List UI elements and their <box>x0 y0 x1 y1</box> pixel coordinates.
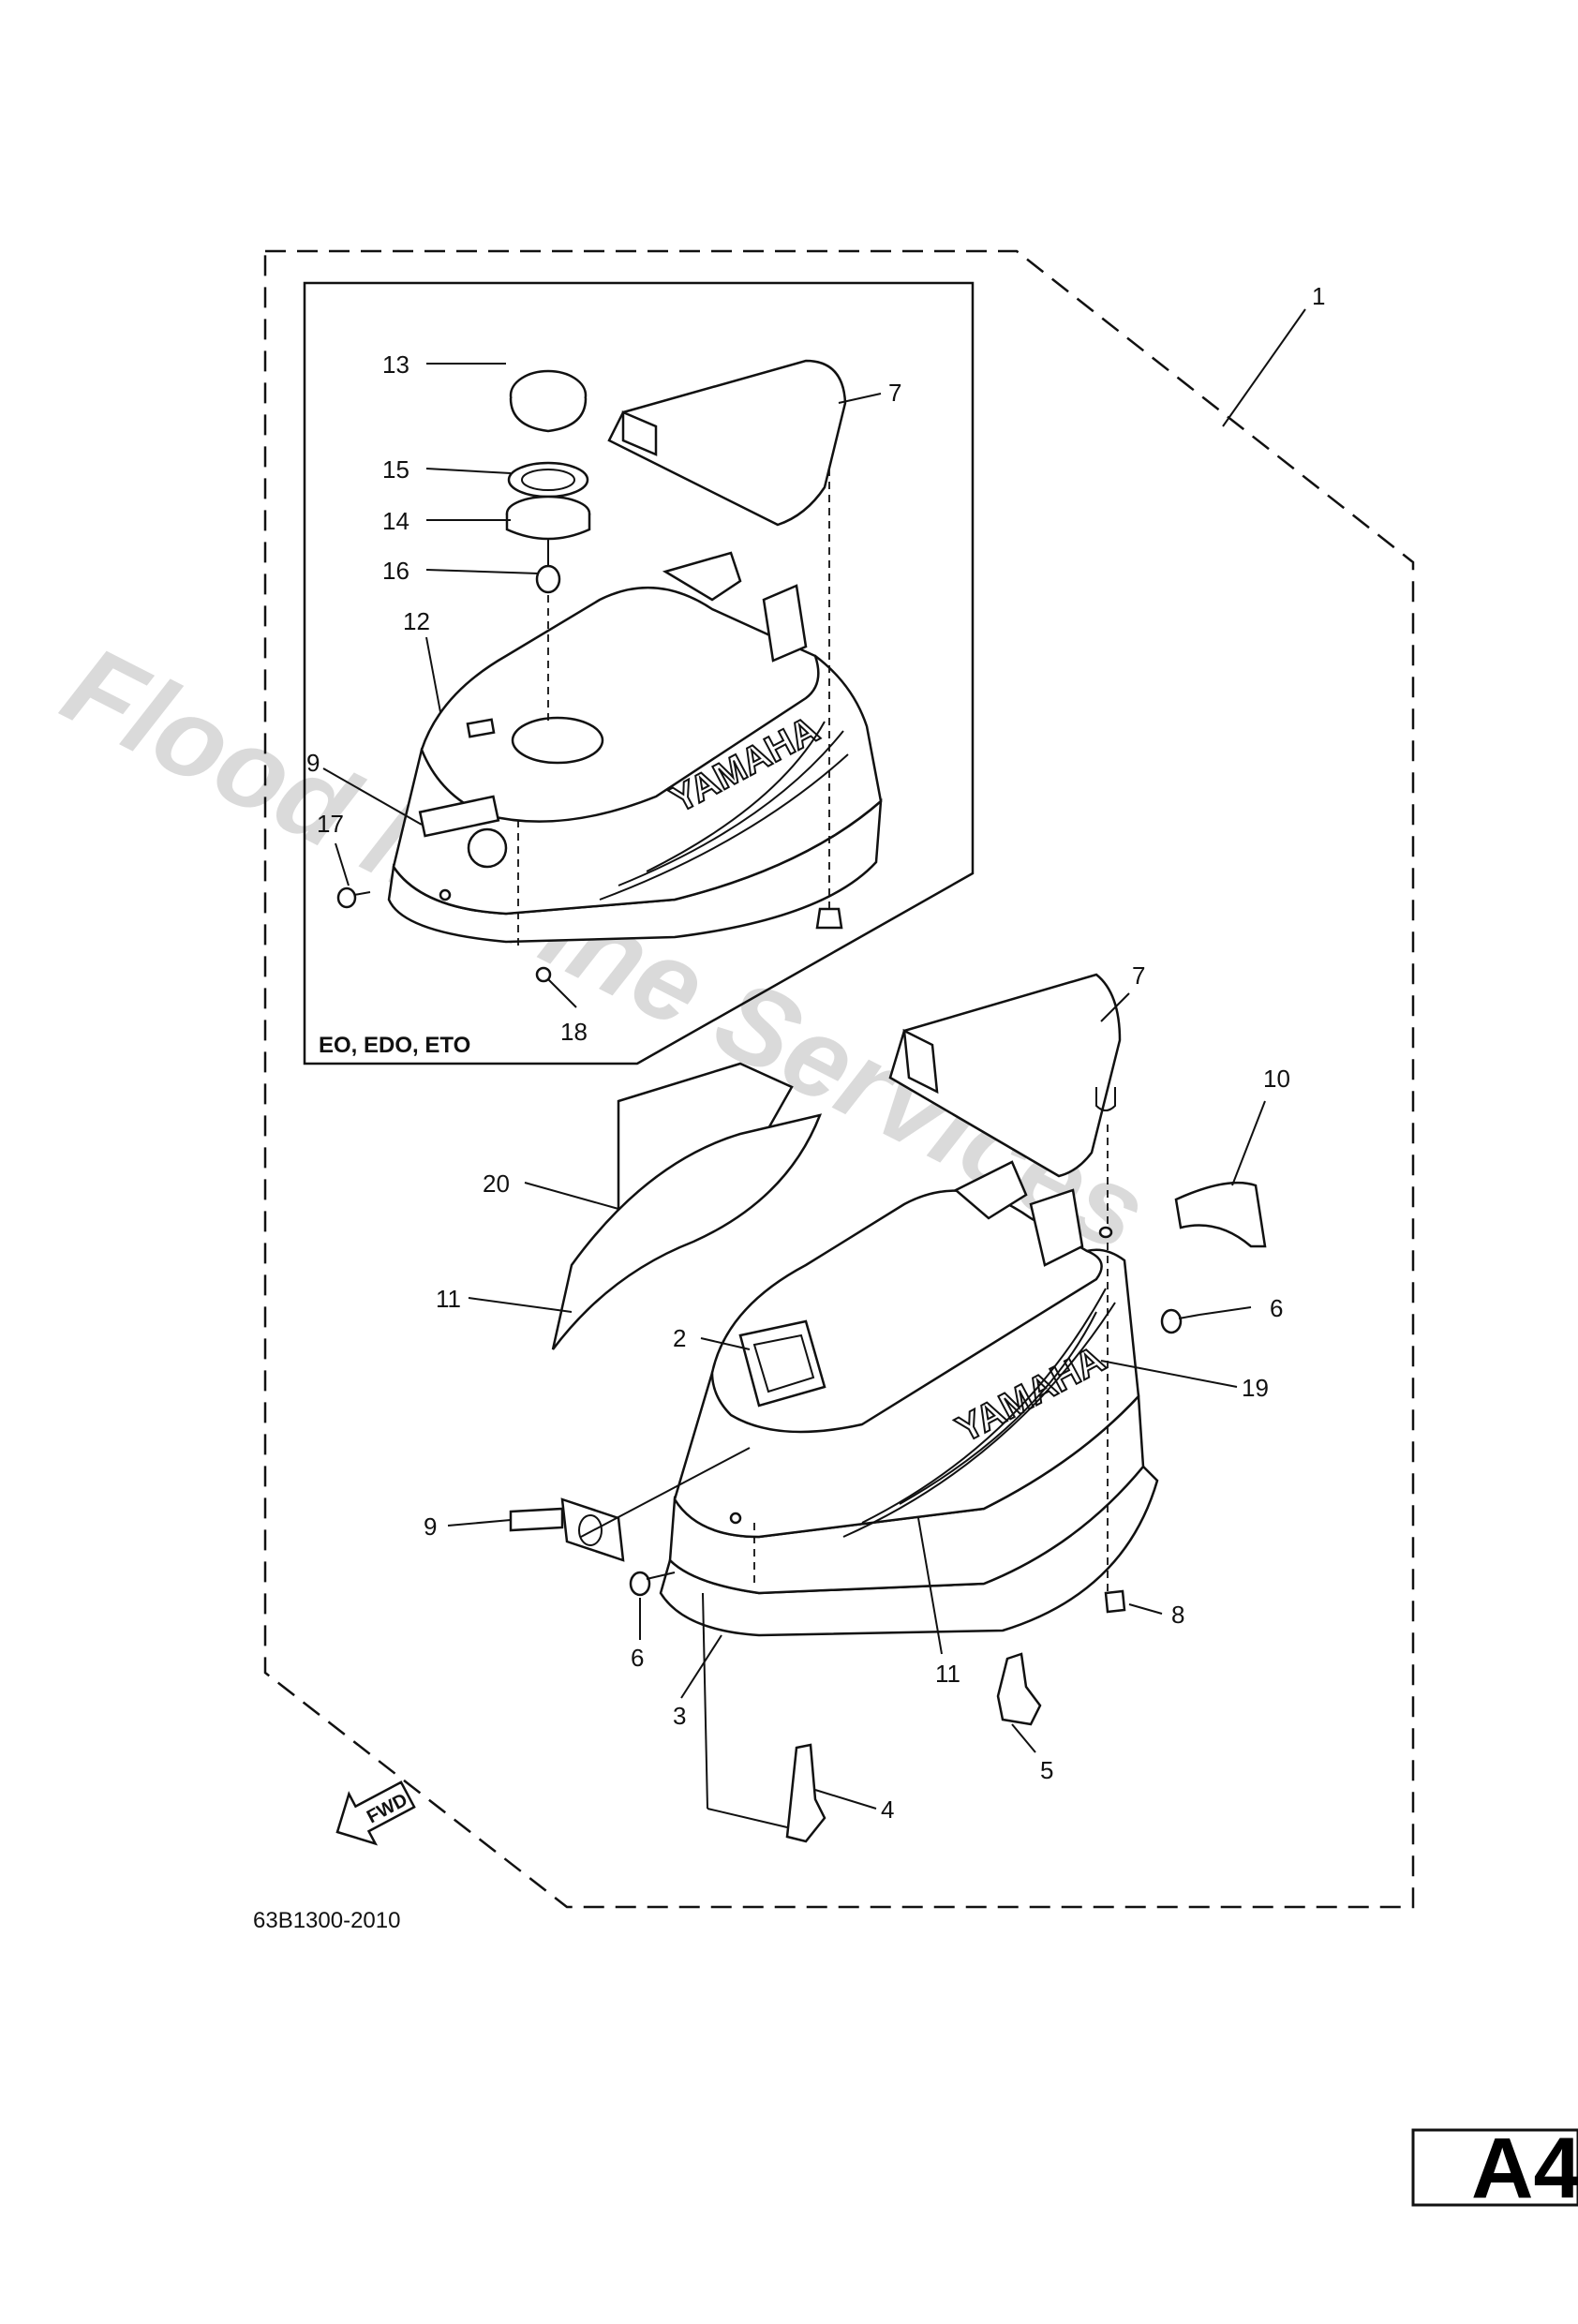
callout-12: 12 <box>403 607 430 635</box>
callout-9-main: 9 <box>424 1512 437 1541</box>
callout-7-main: 7 <box>1132 961 1145 990</box>
callout-4: 4 <box>881 1795 894 1824</box>
main-top-cover <box>888 973 1122 1593</box>
leader-lines <box>322 308 1306 1810</box>
callout-1: 1 <box>1312 282 1325 310</box>
main-badge <box>509 1497 625 1562</box>
brackets <box>702 1592 1042 1843</box>
callout-17: 17 <box>317 810 344 838</box>
inset-top-cover <box>607 359 847 930</box>
fasteners <box>629 1308 1200 1614</box>
callout-16: 16 <box>382 557 409 585</box>
fwd-arrow: FWD <box>335 1780 416 1846</box>
inset-top-cowling: YAMAHA <box>387 551 883 944</box>
inset-frame <box>303 281 975 1065</box>
callout-6-left: 6 <box>631 1644 644 1672</box>
decals <box>551 1062 1267 1350</box>
inset-fuel-cap-parts <box>505 369 591 722</box>
callout-10: 10 <box>1263 1065 1290 1093</box>
callout-11-bottom: 11 <box>935 1660 960 1688</box>
assembly-boundary <box>263 249 1415 1909</box>
callout-8: 8 <box>1171 1601 1184 1629</box>
callout-3: 3 <box>673 1702 686 1730</box>
callout-19: 19 <box>1242 1374 1269 1402</box>
callout-6-right: 6 <box>1270 1294 1283 1322</box>
page-marker-text: A4 <box>1471 2121 1578 2216</box>
callouts: 1 7 13 15 14 16 12 9 17 18 7 10 20 11 2 … <box>306 282 1325 1824</box>
callout-5: 5 <box>1040 1756 1053 1784</box>
page-marker: A4 <box>1411 2121 1578 2216</box>
callout-20: 20 <box>483 1169 510 1198</box>
main-top-cowling: YAMAHA <box>659 1160 1159 1637</box>
drawing-number: 63B1300-2010 <box>253 1908 400 1933</box>
callout-13: 13 <box>382 350 409 379</box>
callout-14: 14 <box>382 507 409 535</box>
inset-small-parts <box>336 820 552 983</box>
callout-9-inset: 9 <box>306 749 320 777</box>
callout-18: 18 <box>560 1018 588 1046</box>
callout-2: 2 <box>673 1324 686 1352</box>
inset-variant-label: EO, EDO, ETO <box>319 1033 470 1058</box>
callout-11-left: 11 <box>436 1285 461 1313</box>
callout-15: 15 <box>382 455 409 484</box>
callout-7-inset: 7 <box>888 379 901 407</box>
